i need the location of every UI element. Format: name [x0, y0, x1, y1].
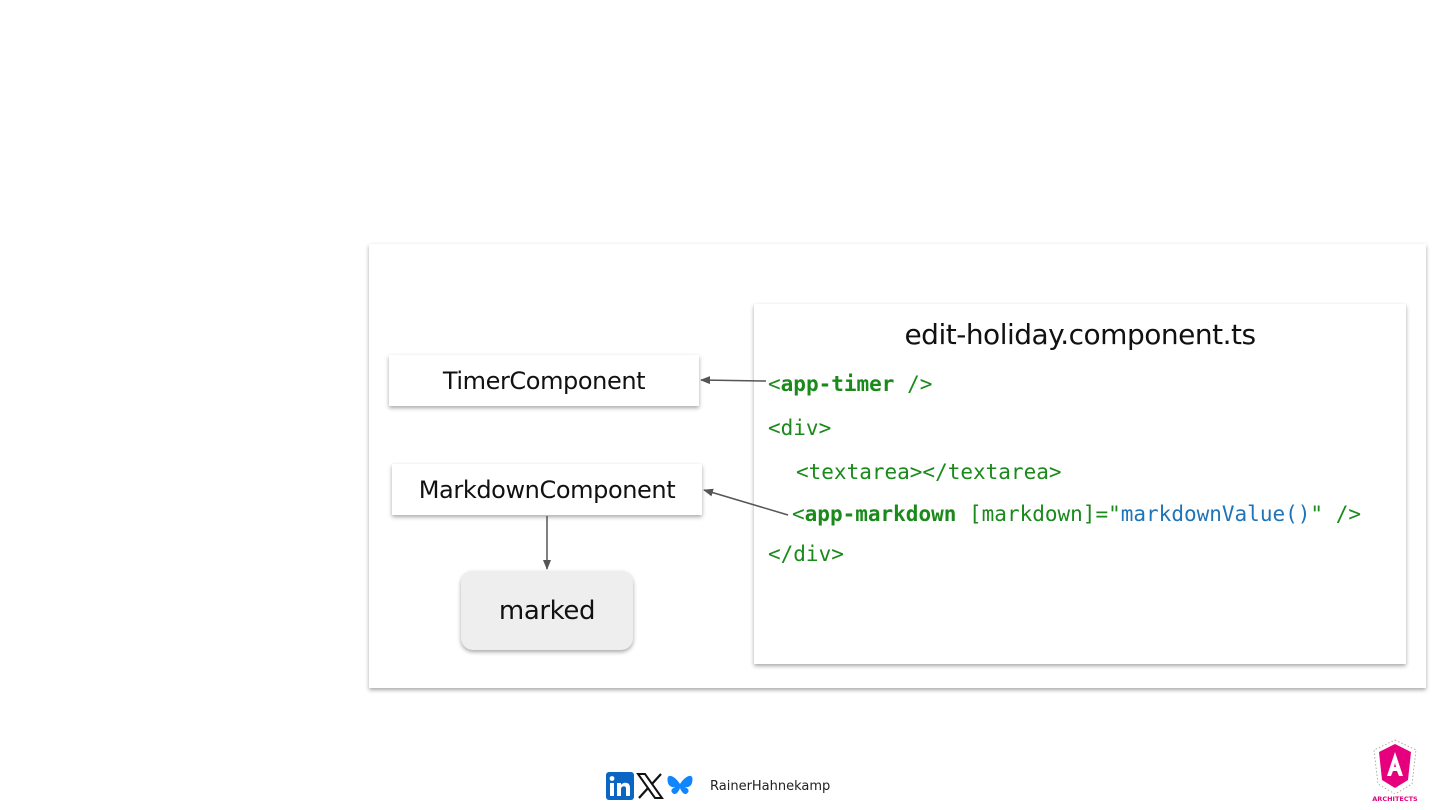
code-token: <textarea></textarea>: [796, 460, 1062, 484]
code-token-attr: [markdown]=": [956, 502, 1121, 526]
code-token: <: [792, 502, 805, 526]
code-panel-title: edit-holiday.component.ts: [904, 318, 1256, 351]
code-line-textarea: <textarea></textarea>: [796, 460, 1062, 484]
code-token: <div>: [768, 416, 832, 440]
bluesky-icon[interactable]: [666, 772, 694, 800]
code-line-app-markdown: <app-markdown [markdown]="markdownValue(…: [792, 502, 1361, 526]
node-markdown-component: MarkdownComponent: [392, 464, 702, 515]
code-token: " />: [1310, 502, 1361, 526]
code-line-div-close: </div>: [768, 542, 844, 566]
code-token-tag: app-timer: [780, 372, 895, 396]
code-line-div-open: <div>: [768, 416, 831, 440]
linkedin-icon[interactable]: [606, 772, 634, 800]
code-token: <: [768, 372, 781, 396]
code-token: />: [894, 372, 933, 396]
footer: RainerHahnekamp: [606, 771, 830, 801]
code-panel: edit-holiday.component.ts <app-timer /> …: [754, 304, 1406, 664]
node-timer-component: TimerComponent: [389, 355, 699, 406]
node-marked: marked: [461, 571, 633, 650]
angular-architects-logo: ARCHITECTS: [1372, 739, 1418, 803]
author-name: RainerHahnekamp: [710, 778, 831, 794]
code-token: </div>: [768, 542, 844, 566]
code-token-expr: markdownValue(): [1120, 502, 1311, 526]
x-icon[interactable]: [636, 772, 664, 800]
code-line-app-timer: <app-timer />: [768, 372, 932, 396]
svg-text:ARCHITECTS: ARCHITECTS: [1372, 795, 1418, 803]
code-token-tag: app-markdown: [804, 502, 957, 526]
